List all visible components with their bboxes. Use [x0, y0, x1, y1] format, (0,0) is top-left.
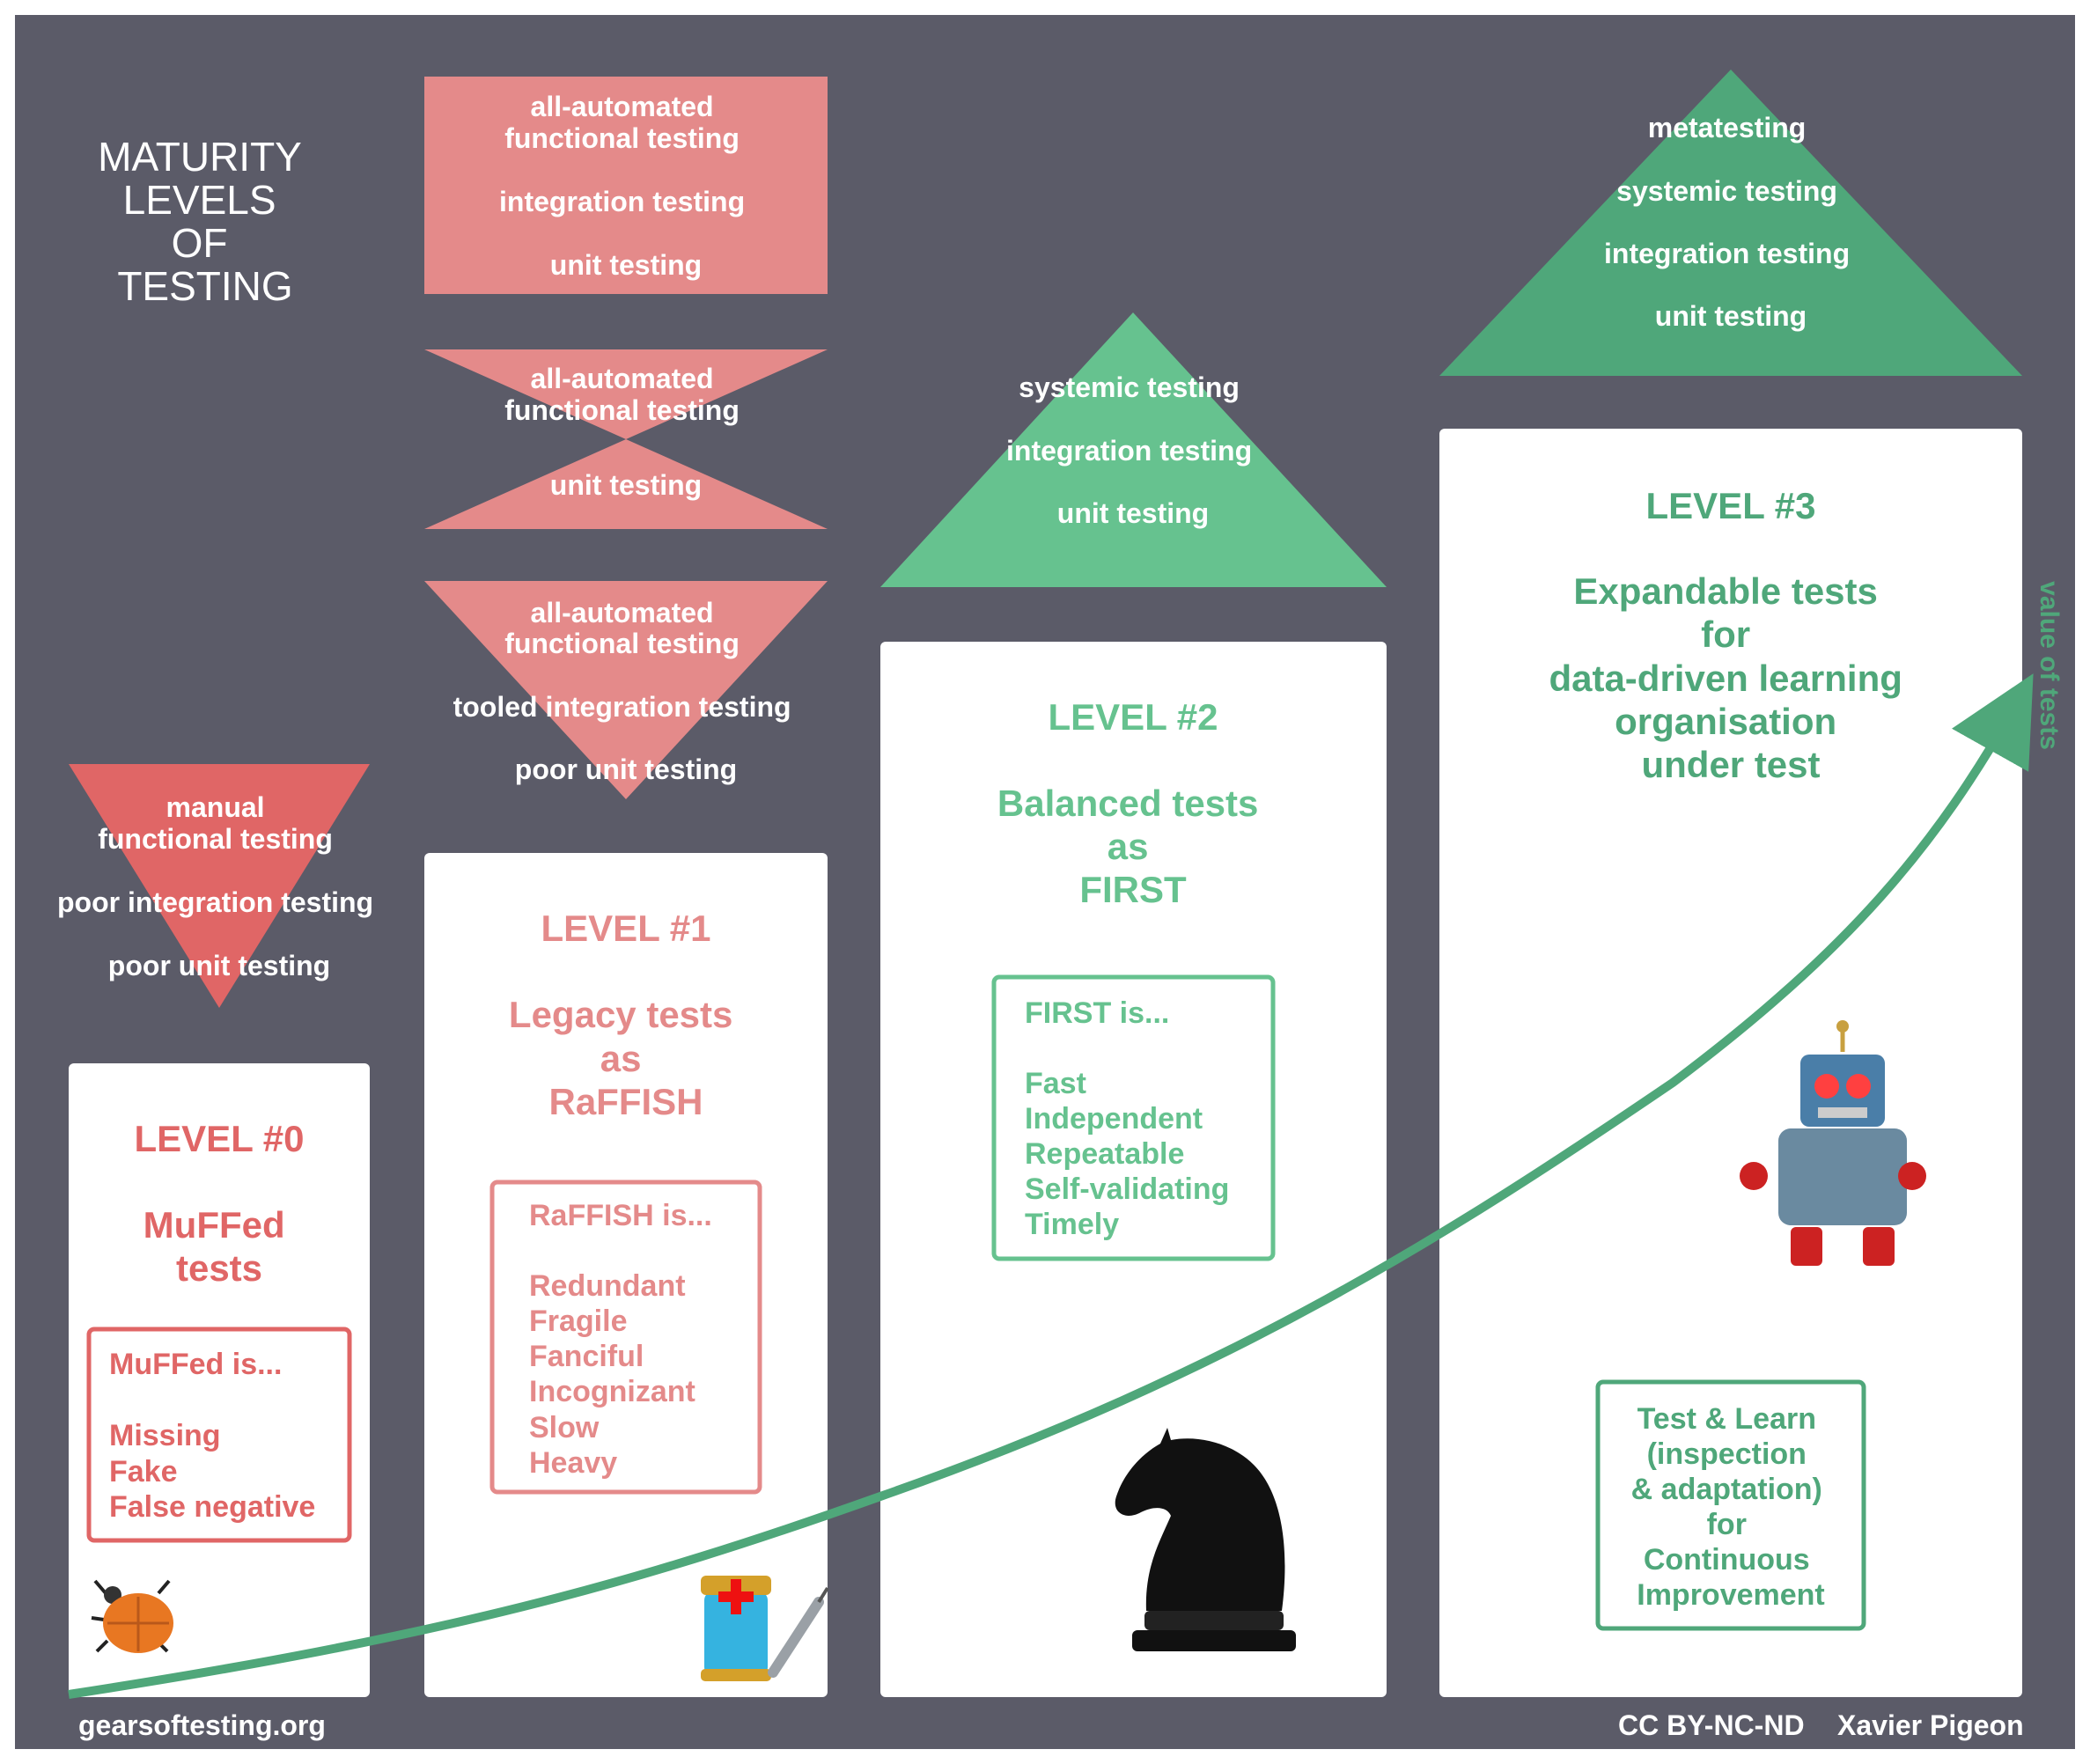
level3-definition-box: [1595, 1379, 1866, 1631]
level2-name: Balanced tests as FIRST: [997, 783, 1269, 910]
level1-heading: LEVEL #1: [541, 908, 711, 949]
level1-hourglass-text: all-automated functional testing unit te…: [504, 363, 747, 501]
chess-knight-icon: [1115, 1428, 1296, 1651]
value-of-tests-label: value of tests: [2035, 581, 2064, 750]
level1-definition-box: [489, 1180, 762, 1495]
level2-pyramid: [880, 312, 1387, 587]
footer-author: Xavier Pigeon: [1837, 1709, 2024, 1741]
level0-definition-box: [86, 1327, 352, 1543]
level0-pyramid-text: manual functional testing poor integrati…: [57, 791, 381, 981]
level2-heading: LEVEL #2: [1049, 696, 1218, 738]
level2-definition-box: [991, 974, 1276, 1261]
footer-site: gearsoftesting.org: [78, 1709, 326, 1741]
diagram-title: MATURITY LEVELS OF TESTING: [98, 134, 313, 309]
level0-name: MuFFed tests: [144, 1204, 296, 1289]
level1-hourglass: [424, 349, 828, 529]
level1-inverted-pyramid: [424, 581, 828, 799]
level0-inverted-pyramid: [69, 764, 370, 1008]
level2-pyramid-text: systemic testing integration testing uni…: [1006, 371, 1260, 529]
level3-definition-text: Test & Learn (inspection & adaptation) f…: [1631, 1402, 1831, 1612]
level3-pyramid: [1439, 70, 2022, 376]
level1-card: [424, 853, 828, 1697]
level3-column: metatesting systemic testing integration…: [1439, 70, 2022, 1697]
medicine-syringe-icon: [701, 1576, 829, 1681]
footer-license: CC BY-NC-ND: [1618, 1709, 1805, 1741]
bug-icon: [91, 1579, 173, 1653]
level1-rect-text: all-automated functional testing integra…: [499, 91, 753, 281]
robot-icon: [1740, 1020, 1926, 1266]
level1-name: Legacy tests as RaFFISH: [509, 994, 743, 1122]
level1-rect-stack: [424, 77, 828, 294]
value-of-tests-curve: [68, 673, 2034, 1699]
level2-definition-text: FIRST is... Fast Independent Repeatable …: [1025, 996, 1238, 1241]
level3-name: Expandable tests for data-driven learnin…: [1549, 570, 1912, 785]
level2-card: [880, 642, 1387, 1697]
level3-heading: LEVEL #3: [1646, 485, 1816, 526]
level0-definition-text: MuFFed is... Missing Fake False negative: [109, 1348, 315, 1524]
level1-inverted-text: all-automated functional testing tooled …: [453, 597, 799, 785]
level0-column: manual functional testing poor integrati…: [57, 764, 381, 1697]
level1-column: all-automated functional testing integra…: [424, 77, 829, 1697]
level0-heading: LEVEL #0: [135, 1118, 305, 1159]
level1-definition-text: RaFFISH is... Redundant Fragile Fanciful…: [529, 1199, 720, 1480]
level3-card: [1439, 429, 2022, 1697]
level3-pyramid-text: metatesting systemic testing integration…: [1604, 112, 1858, 332]
level2-column: systemic testing integration testing uni…: [880, 312, 1387, 1697]
